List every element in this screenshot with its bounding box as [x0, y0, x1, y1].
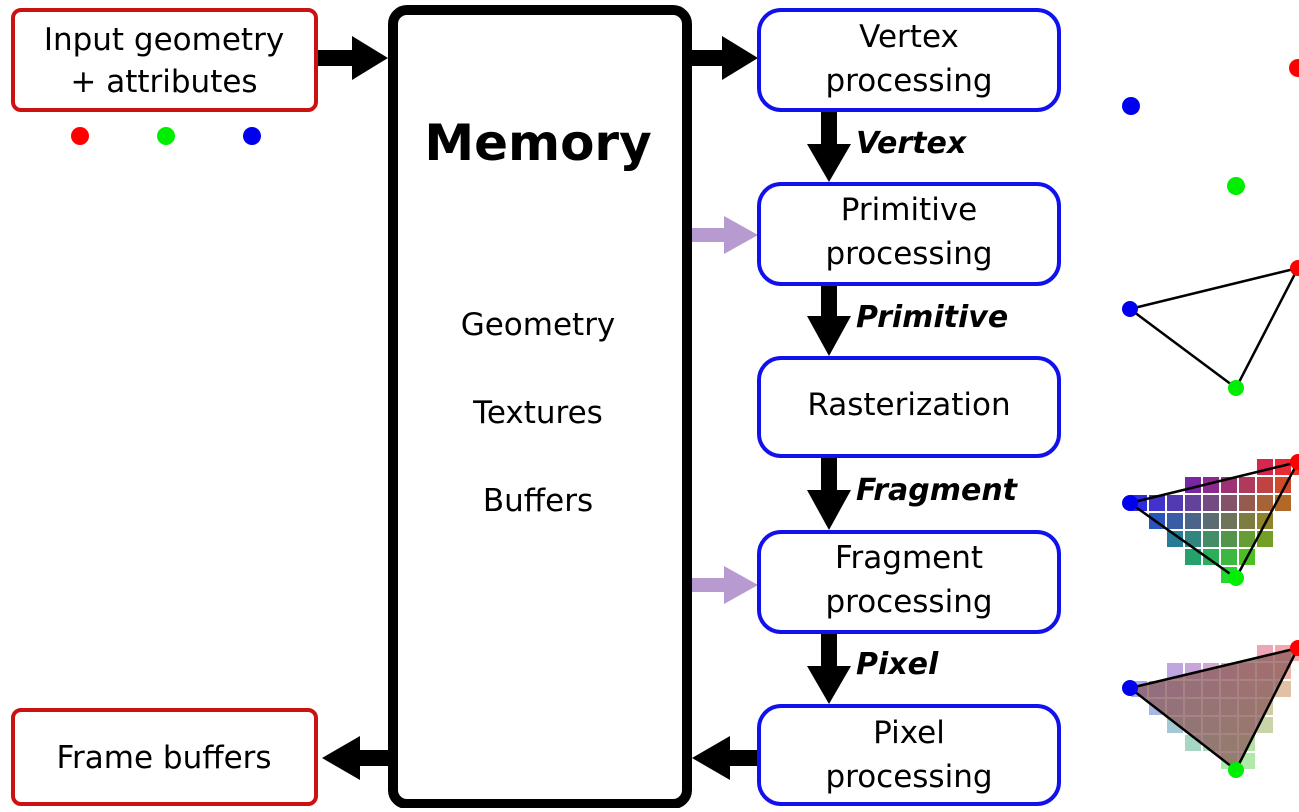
- fragment-cell-21: [1203, 513, 1219, 529]
- memory-item-geometry: Geometry: [461, 307, 616, 343]
- arrow-pixel-stage: [807, 634, 851, 704]
- fragment-cell-15: [1239, 495, 1255, 511]
- arrow-memory-to-primitive: [692, 216, 758, 254]
- input-attributes-label: + attributes: [70, 64, 257, 100]
- stage-label-primitive: Primitive: [856, 300, 1008, 335]
- vertex-processing-line1: Vertex: [859, 19, 959, 55]
- primitive-red-vertex: [1290, 260, 1299, 276]
- fragment-cell-27: [1203, 531, 1219, 547]
- vertex-green-dot: [1227, 177, 1245, 195]
- arrow-fragment-stage: [807, 458, 851, 530]
- red-attribute-dot: [71, 127, 89, 145]
- fragment-cell-29: [1239, 531, 1255, 547]
- fragment-cell-26: [1185, 531, 1201, 547]
- arrow-input-to-memory: [318, 36, 388, 80]
- stage-label-pixel: Pixel: [856, 647, 939, 682]
- memory-item-textures: Textures: [472, 395, 603, 431]
- vertex-blue-dot: [1122, 97, 1140, 115]
- fragment-processing-line1: Fragment: [835, 540, 983, 576]
- pixel-processing-line1: Pixel: [873, 715, 945, 751]
- arrow-memory-to-frame-buffers: [322, 736, 390, 780]
- frame-buffers-box: Frame buffers: [11, 708, 318, 806]
- arrow-pixel-to-memory: [692, 736, 758, 780]
- fragment-cell-11: [1167, 495, 1183, 511]
- fragment-cell-33: [1221, 549, 1237, 565]
- stage-label-fragment: Fragment: [856, 473, 1019, 508]
- fragment-cell-7: [1257, 477, 1273, 493]
- pixel-cell-3: [1167, 663, 1183, 679]
- fragment-cell-16: [1257, 495, 1273, 511]
- rasterization-box: Rasterization: [757, 356, 1061, 458]
- fragment-cell-10: [1149, 495, 1165, 511]
- illustration-vertices: [1122, 59, 1299, 195]
- blue-attribute-dot: [243, 127, 261, 145]
- arrow-memory-to-fragment: [692, 566, 758, 604]
- fragment-cell-6: [1239, 477, 1255, 493]
- pixel-green-vertex: [1228, 762, 1244, 778]
- fragment-red-vertex: [1290, 454, 1299, 470]
- illustration-fragments: [1122, 454, 1299, 586]
- illustration-primitive: [1122, 260, 1299, 396]
- fragment-cell-32: [1203, 549, 1219, 565]
- frame-buffers-label: Frame buffers: [56, 740, 271, 776]
- pixel-red-vertex: [1290, 640, 1299, 656]
- fragment-cell-13: [1203, 495, 1219, 511]
- primitive-processing-line2: processing: [825, 236, 992, 272]
- fragment-cell-31: [1185, 549, 1201, 565]
- primitive-processing-line1: Primitive: [841, 192, 978, 228]
- primitive-green-vertex: [1228, 380, 1244, 396]
- fragment-cell-28: [1221, 531, 1237, 547]
- fragment-cell-1: [1275, 459, 1291, 475]
- fragment-blue-vertex: [1122, 495, 1138, 511]
- input-geometry-box: Input geometry + attributes: [11, 8, 318, 112]
- arrow-memory-to-vertex: [692, 36, 758, 80]
- fragment-cell-30: [1257, 531, 1273, 547]
- pixel-processing-box: Pixel processing: [757, 704, 1061, 806]
- vertex-processing-box: Vertex processing: [757, 8, 1061, 112]
- stage-label-vertex: Vertex: [856, 126, 968, 161]
- fragment-green-vertex: [1228, 570, 1244, 586]
- pixel-processing-line2: processing: [825, 759, 992, 795]
- primitive-blue-vertex: [1122, 301, 1138, 317]
- memory-item-buffers: Buffers: [483, 483, 593, 519]
- memory-title: Memory: [424, 114, 651, 172]
- fragment-processing-line2: processing: [825, 584, 992, 620]
- green-attribute-dot: [157, 127, 175, 145]
- arrow-vertex-stage: [807, 112, 851, 182]
- fragment-processing-box: Fragment processing: [757, 530, 1061, 634]
- input-geometry-label: Input geometry: [44, 22, 284, 58]
- fragment-cell-12: [1185, 495, 1201, 511]
- rasterization-label: Rasterization: [807, 387, 1010, 423]
- fragment-cell-25: [1167, 531, 1183, 547]
- vertex-processing-line2: processing: [825, 63, 992, 99]
- fragment-cell-14: [1221, 495, 1237, 511]
- fragment-cell-19: [1167, 513, 1183, 529]
- illustration-pixels: [1122, 640, 1299, 778]
- fragment-cell-22: [1221, 513, 1237, 529]
- memory-block: Memory Geometry Textures Buffers: [388, 5, 692, 809]
- arrow-primitive-stage: [807, 286, 851, 356]
- primitive-processing-box: Primitive processing: [757, 182, 1061, 286]
- fragment-cell-20: [1185, 513, 1201, 529]
- pixel-blue-vertex: [1122, 680, 1138, 696]
- fragment-cell-23: [1239, 513, 1255, 529]
- vertex-red-dot: [1289, 59, 1299, 77]
